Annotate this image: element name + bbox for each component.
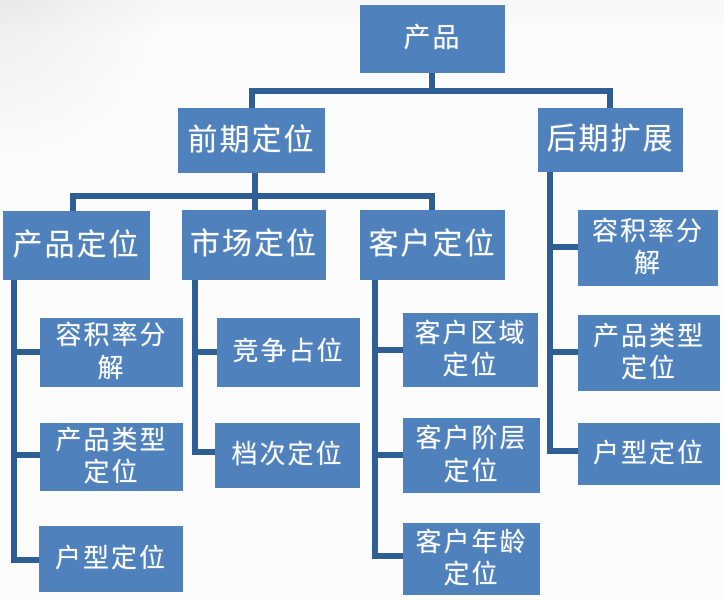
connector-line [252,193,258,211]
connector-line [547,171,553,454]
connector-line [372,347,404,353]
connector-line [372,553,404,559]
node-later-expansion: 后期扩展 [538,108,683,172]
connector-line [607,88,613,109]
connector-line [429,193,435,211]
connector-line [249,88,255,109]
connector-line [11,279,17,563]
connector-line [11,452,41,458]
connector-line [11,349,41,355]
node-right-unit-type: 户型定位 [578,423,720,485]
connector-line [11,557,41,563]
node-left-product-type: 产品类型 定位 [40,423,183,491]
connector-line [249,88,613,94]
node-left-unit-type: 户型定位 [39,526,183,592]
connector-line [192,279,198,455]
node-right-product-type: 产品类型 定位 [578,315,720,391]
node-competition-slot: 竞争占位 [217,318,360,387]
node-grade-positioning: 档次定位 [215,423,360,488]
node-market-positioning: 市场定位 [182,210,326,280]
connector-line [252,172,258,195]
connector-line [70,193,76,212]
node-customer-class: 客户阶层 定位 [403,418,540,493]
connector-line [372,279,378,559]
connector-line [547,349,579,355]
node-customer-region: 客户区域 定位 [403,313,538,387]
node-early-positioning: 前期定位 [178,108,325,173]
node-product-positioning: 产品定位 [3,211,150,280]
connector-line [547,448,579,454]
connector-line [192,349,218,355]
connector-line [372,452,404,458]
node-customer-age: 客户年龄 定位 [403,523,540,595]
node-customer-positioning: 客户定位 [360,210,505,280]
node-left-far-ratio: 容积率分 解 [40,318,183,387]
connector-line [192,449,218,455]
node-right-far-ratio: 容积率分 解 [578,210,718,286]
connector-line [547,244,579,250]
connector-line [429,72,435,94]
node-product: 产品 [360,5,505,73]
